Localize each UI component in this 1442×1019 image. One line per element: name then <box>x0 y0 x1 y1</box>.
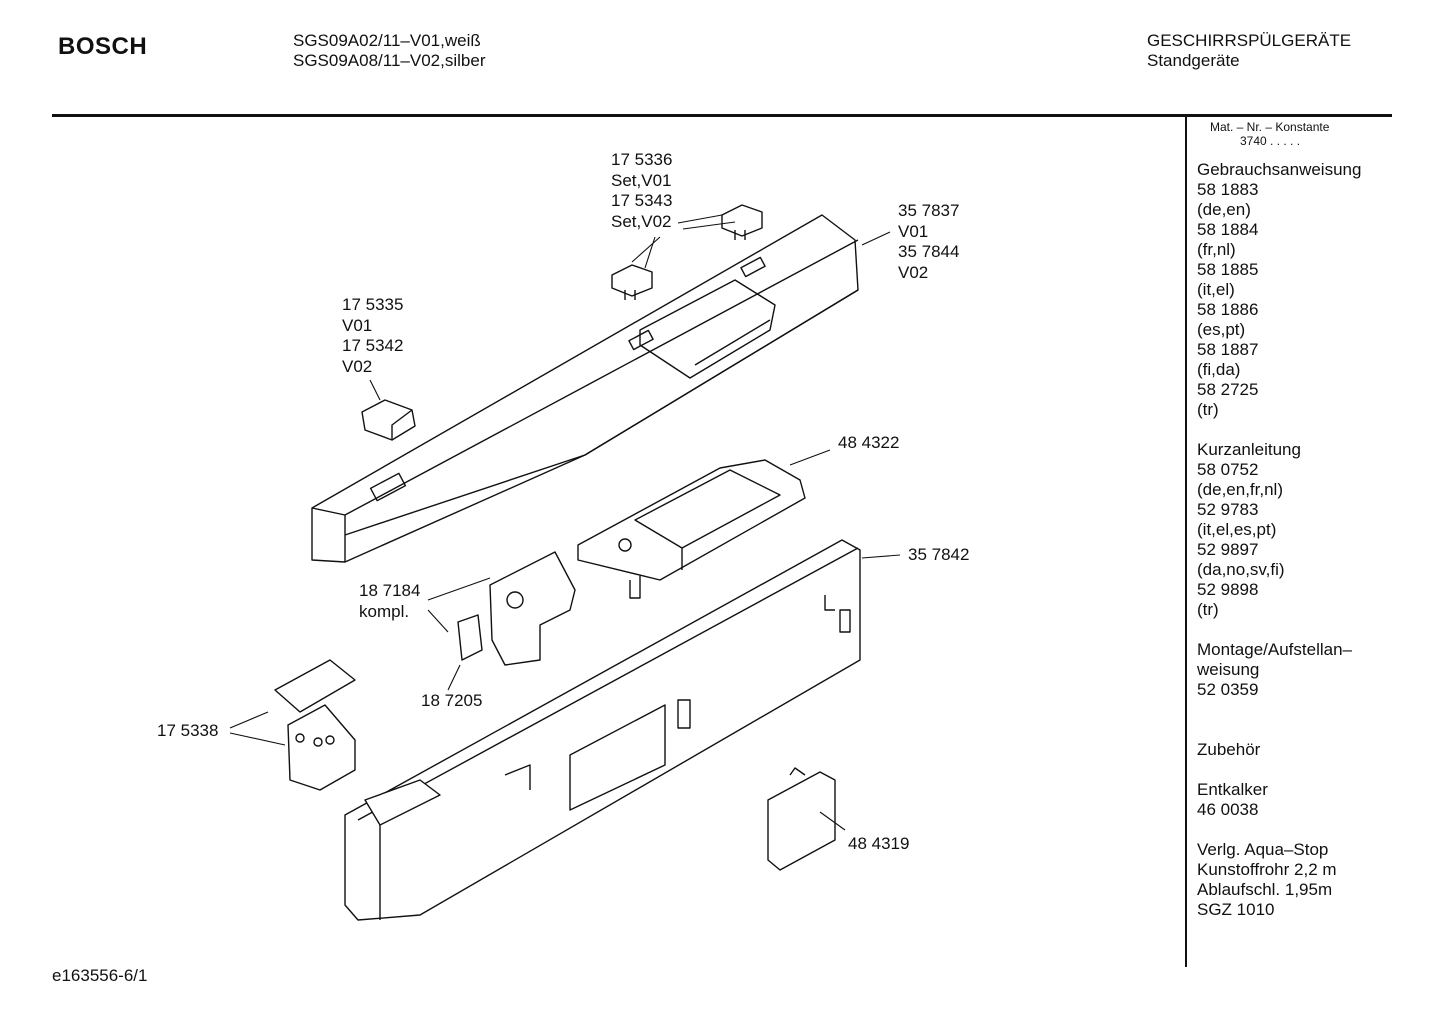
control-panel-part <box>311 214 859 563</box>
sidebar-documents: Gebrauchsanweisung 58 1883 (de,en) 58 18… <box>1197 160 1361 940</box>
part-label-357842: 35 7842 <box>908 545 969 566</box>
part-number: 48 4322 <box>838 433 900 452</box>
part-variant: V01 <box>342 315 373 335</box>
part-label-187184: 18 7184 kompl. <box>359 581 420 622</box>
doc-group-entkalker: Entkalker 46 0038 <box>1197 780 1361 820</box>
knob-part <box>361 399 416 441</box>
doc-line: 52 0359 <box>1197 680 1259 699</box>
doc-line: (de,en,fr,nl) <box>1197 480 1283 499</box>
doc-line: 52 9783 <box>1197 500 1259 519</box>
doc-line: (tr) <box>1197 600 1219 619</box>
mat-nr-label: Mat. – Nr. – Konstante <box>1210 120 1330 134</box>
doc-line: Entkalker <box>1197 780 1268 799</box>
doc-line: (es,pt) <box>1197 320 1246 339</box>
doc-line: Kunstoffrohr 2,2 m <box>1197 860 1337 879</box>
doc-line: 52 9897 <box>1197 540 1259 559</box>
part-variant: V02 <box>342 356 373 376</box>
category-title: GESCHIRRSPÜLGERÄTE Standgeräte <box>1147 31 1351 71</box>
switch-part <box>489 551 576 666</box>
doc-line: Montage/Aufstellan– <box>1197 640 1352 659</box>
doc-line: 58 1884 <box>1197 220 1259 239</box>
doc-group-montage: Montage/Aufstellan– weisung 52 0359 <box>1197 640 1361 700</box>
doc-line: 58 1886 <box>1197 300 1259 319</box>
document-id: e163556-6/1 <box>52 966 148 985</box>
doc-line: (de,en) <box>1197 200 1251 219</box>
part-number: 17 5342 <box>342 336 404 355</box>
doc-line: Zubehör <box>1197 740 1261 759</box>
doc-line: (fr,nl) <box>1197 240 1236 259</box>
doc-line: 58 0752 <box>1197 460 1259 479</box>
category-line-1: GESCHIRRSPÜLGERÄTE <box>1147 31 1352 50</box>
part-number: 48 4319 <box>848 834 910 853</box>
part-label-175335: 17 5335 V01 17 5342 V02 <box>342 295 403 377</box>
header-divider <box>52 114 1392 117</box>
part-variant: kompl. <box>359 601 410 621</box>
part-variant: Set,V02 <box>611 211 672 231</box>
mat-nr-value: 3740 . . . . . <box>1240 134 1301 148</box>
part-number: 17 5336 <box>611 150 673 169</box>
part-label-175336: 17 5336 Set,V01 17 5343 Set,V02 <box>611 150 672 232</box>
doc-line: 58 1883 <box>1197 180 1259 199</box>
doc-line: weisung <box>1197 660 1260 679</box>
doc-line: Verlg. Aqua–Stop <box>1197 840 1329 859</box>
model-line-2: SGS09A08/11–V02,silber <box>293 51 486 70</box>
part-number: 17 5335 <box>342 295 404 314</box>
model-line-1: SGS09A02/11–V01,weiß <box>293 31 481 50</box>
doc-line: (it,el) <box>1197 280 1235 299</box>
part-number: 17 5338 <box>157 721 219 740</box>
part-number: 18 7205 <box>421 691 483 710</box>
doc-group-gebrauchsanweisung: Gebrauchsanweisung 58 1883 (de,en) 58 18… <box>1197 160 1361 420</box>
doc-line: 46 0038 <box>1197 800 1259 819</box>
part-variant: V01 <box>898 221 929 241</box>
part-number: 35 7837 <box>898 201 960 220</box>
category-line-2: Standgeräte <box>1147 51 1240 70</box>
leader-lines <box>229 214 901 831</box>
doc-group-aqua-stop: Verlg. Aqua–Stop Kunstoffrohr 2,2 m Abla… <box>1197 840 1361 920</box>
doc-line: (tr) <box>1197 400 1219 419</box>
module-part <box>577 459 806 599</box>
sidebar-divider <box>1185 117 1187 967</box>
brand-logo: BOSCH <box>58 33 148 60</box>
housing-part <box>344 539 861 921</box>
part-number: 35 7842 <box>908 545 970 564</box>
doc-line: (da,no,sv,fi) <box>1197 560 1285 579</box>
doc-line: 58 2725 <box>1197 380 1259 399</box>
doc-group-zubehoer: Zubehör <box>1197 740 1361 760</box>
part-label-484322: 48 4322 <box>838 433 899 454</box>
doc-line: 52 9898 <box>1197 580 1259 599</box>
part-number: 35 7844 <box>898 242 960 261</box>
part-label-175338: 17 5338 <box>157 721 218 742</box>
part-label-484319: 48 4319 <box>848 834 909 855</box>
doc-line: Kurzanleitung <box>1197 440 1301 459</box>
part-number: 17 5343 <box>611 191 673 210</box>
connector-part <box>457 614 483 661</box>
doc-line: SGZ 1010 <box>1197 900 1275 919</box>
doc-line: 58 1887 <box>1197 340 1259 359</box>
part-variant: Set,V01 <box>611 170 672 190</box>
doc-group-kurzanleitung: Kurzanleitung 58 0752 (de,en,fr,nl) 52 9… <box>1197 440 1361 620</box>
model-numbers: SGS09A02/11–V01,weiß SGS09A08/11–V02,sil… <box>293 31 485 71</box>
doc-line: 58 1885 <box>1197 260 1259 279</box>
doc-line: Gebrauchsanweisung <box>1197 160 1362 179</box>
doc-line: (fi,da) <box>1197 360 1241 379</box>
part-variant: V02 <box>898 262 929 282</box>
doc-line: Ablaufschl. 1,95m <box>1197 880 1333 899</box>
part-label-357837: 35 7837 V01 35 7844 V02 <box>898 201 959 283</box>
board-part <box>767 767 836 871</box>
button-set-part <box>611 204 763 300</box>
part-number: 18 7184 <box>359 581 421 600</box>
relay-part <box>274 659 356 791</box>
doc-line: (it,el,es,pt) <box>1197 520 1277 539</box>
part-label-187205: 18 7205 <box>421 691 482 712</box>
